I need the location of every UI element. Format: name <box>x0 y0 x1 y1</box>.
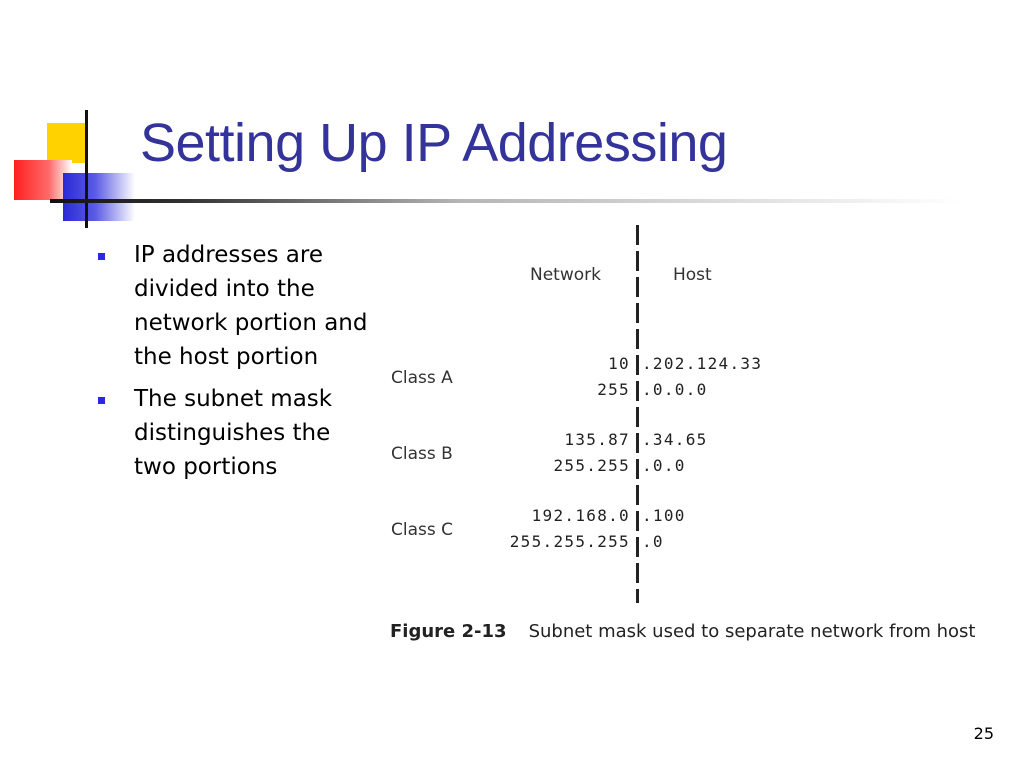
bullet-text: The subnet mask distinguishes the two po… <box>134 386 333 480</box>
class-a-mask-host: .0.0.0 <box>642 380 708 399</box>
class-b-mask-network: 255.255 <box>553 456 630 475</box>
title-underline <box>50 199 960 203</box>
class-b-address-host: .34.65 <box>642 430 708 449</box>
bullet-text: IP addresses are divided into the networ… <box>134 242 368 370</box>
logo-vertical-line <box>85 110 88 228</box>
network-host-divider <box>636 225 639 603</box>
class-a-mask-network: 255 <box>597 380 630 399</box>
network-header: Network <box>530 265 601 285</box>
bullet-item: The subnet mask distinguishes the two po… <box>95 382 395 484</box>
slide-title: Setting Up IP Addressing <box>140 113 728 173</box>
bullet-square-icon <box>98 253 105 260</box>
class-a-address-host: .202.124.33 <box>642 354 763 373</box>
logo-blue-square <box>63 173 135 221</box>
bullet-list: IP addresses are divided into the networ… <box>95 238 395 492</box>
class-b-label: Class B <box>391 444 453 464</box>
class-c-label: Class C <box>391 520 453 540</box>
class-c-mask-host: .0 <box>642 532 664 551</box>
figure-caption-text: Subnet mask used to separate network fro… <box>528 621 976 642</box>
class-a-label: Class A <box>391 368 453 388</box>
class-b-address-network: 135.87 <box>564 430 630 449</box>
class-b-mask-host: .0.0 <box>642 456 686 475</box>
bullet-square-icon <box>98 397 105 404</box>
host-header: Host <box>673 265 712 285</box>
class-c-address-host: .100 <box>642 506 686 525</box>
class-c-address-network: 192.168.0 <box>531 506 630 525</box>
class-c-mask-network: 255.255.255 <box>509 532 630 551</box>
logo-yellow-square <box>47 123 87 163</box>
class-a-address-network: 10 <box>608 354 630 373</box>
logo-red-square <box>14 160 72 200</box>
figure-number: Figure 2-13 <box>390 621 507 642</box>
subnet-figure: Network Host Class A 10 .202.124.33 255 … <box>380 225 1000 655</box>
bullet-item: IP addresses are divided into the networ… <box>95 238 395 374</box>
figure-caption: Figure 2-13 Subnet mask used to separate … <box>390 621 975 642</box>
page-number: 25 <box>973 724 994 743</box>
